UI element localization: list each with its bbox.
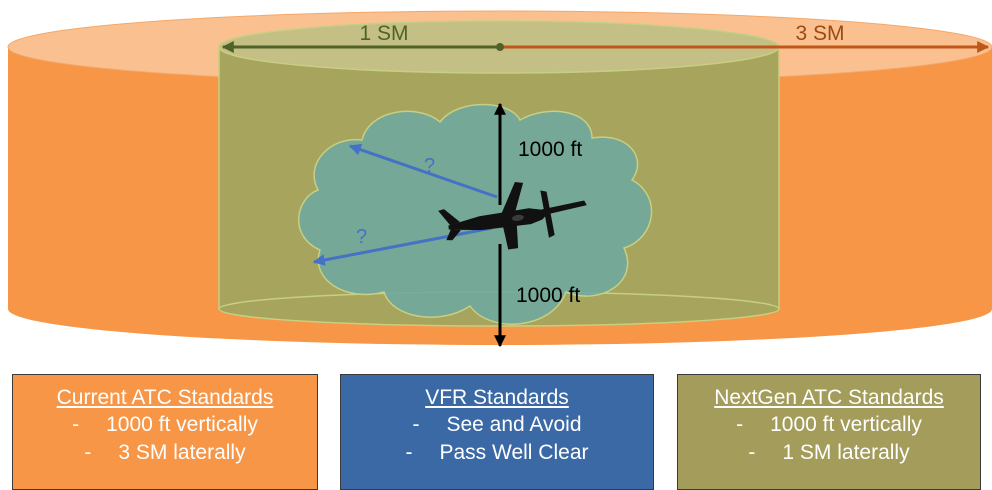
nextgen-atc-item: -1000 ft vertically <box>736 413 922 436</box>
label-vertical-bottom: 1000 ft <box>516 284 580 307</box>
vfr-title: VFR Standards <box>425 386 569 409</box>
center-point <box>496 43 504 51</box>
airplane-icon <box>438 181 587 250</box>
current-atc-item: -3 SM laterally <box>84 441 246 464</box>
nextgen-atc-standards-box: NextGen ATC Standards -1000 ft verticall… <box>677 374 981 490</box>
nextgen-atc-item: -1 SM laterally <box>748 441 910 464</box>
question-arrow-bottom <box>312 226 493 266</box>
question-mark-top: ? <box>424 155 435 177</box>
vfr-standards-box: VFR Standards -See and Avoid -Pass Well … <box>340 374 654 490</box>
label-1sm: 1 SM <box>359 22 408 45</box>
vfr-item: -See and Avoid <box>412 413 582 436</box>
label-vertical-top: 1000 ft <box>518 138 582 161</box>
nextgen-atc-title: NextGen ATC Standards <box>714 386 944 409</box>
question-mark-bottom: ? <box>356 226 367 248</box>
label-3sm: 3 SM <box>795 22 844 45</box>
current-atc-title: Current ATC Standards <box>56 386 274 409</box>
current-atc-item: -1000 ft vertically <box>72 413 258 436</box>
current-atc-standards-box: Current ATC Standards -1000 ft verticall… <box>12 374 318 490</box>
question-arrow-top <box>348 143 498 199</box>
vfr-item: -Pass Well Clear <box>405 441 589 464</box>
